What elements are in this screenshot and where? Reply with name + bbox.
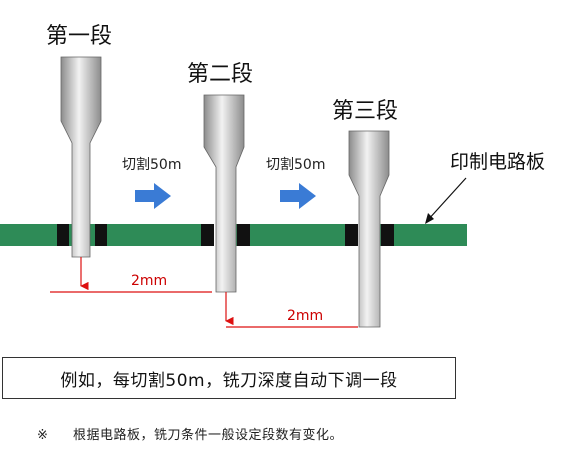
milling-bit-3 [348, 130, 390, 328]
pcb-leader-arrowhead [425, 213, 434, 224]
milling-bit-2 [203, 94, 245, 293]
stage-3-label: 第三段 [332, 99, 398, 124]
contact-pad-3-right [381, 224, 394, 246]
contact-pad-1-left [57, 224, 69, 246]
caption-text: 例如，每切割50m，铣刀深度自动下调一段 [60, 370, 398, 391]
dimension-1-label: 2mm [131, 273, 167, 289]
reference-mark-icon: ※ [37, 428, 49, 443]
contact-pad-3-left [345, 224, 358, 246]
depth-dimension-2: 2mm [225, 292, 358, 328]
cut-step-2-label: 切割50m [266, 156, 325, 173]
contact-pad-1-right [95, 224, 107, 246]
pcb-board [0, 224, 467, 246]
depth-dimension-1: 2mm [50, 257, 212, 293]
milling-bit-1 [60, 56, 102, 258]
caption-box: 例如，每切割50m，铣刀深度自动下调一段 [2, 357, 456, 399]
blue-right-arrow-icon [135, 183, 171, 209]
footnote: ※ 根据电路板，铣刀条件一般设定段数有变化。 [37, 424, 343, 443]
stage-2-label: 第二段 [187, 62, 253, 87]
pcb-label: 印制电路板 [450, 151, 545, 173]
pcb-segment-2 [216, 224, 355, 246]
cut-step-1-label: 切割50m [122, 156, 181, 173]
dimension-2-label: 2mm [287, 308, 323, 324]
footnote-text: 根据电路板，铣刀条件一般设定段数有变化。 [73, 428, 344, 443]
stage-1-label: 第一段 [46, 24, 112, 49]
contact-pad-2-right [237, 224, 250, 246]
contact-pad-2-left [201, 224, 214, 246]
blue-right-arrow-icon [280, 183, 316, 209]
milling-stage-diagram: 第一段 第二段 第三段 切割50m 切割50m 印制电路板 2mm 2mm [0, 24, 545, 328]
pcb-leader-line [426, 177, 467, 222]
